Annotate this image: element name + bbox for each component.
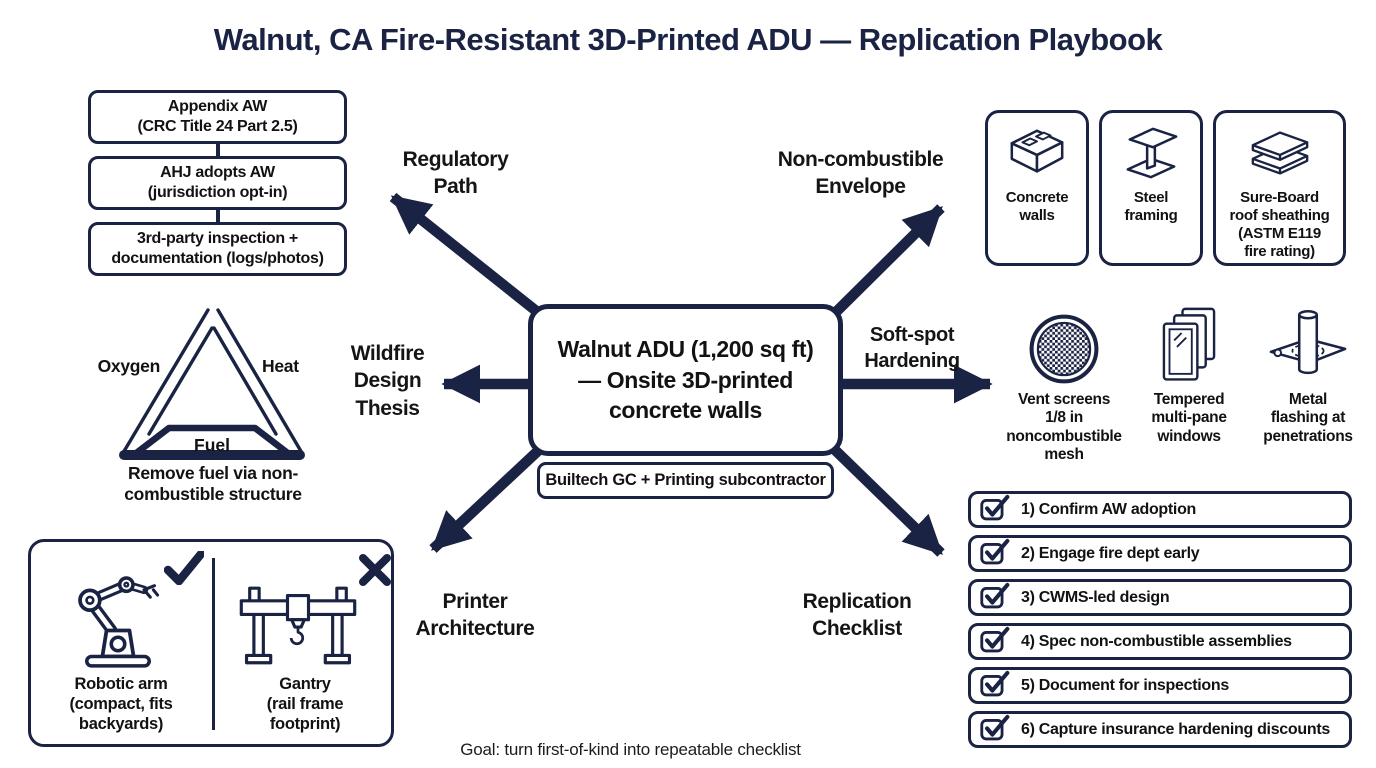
checkbox-check-icon (980, 538, 1010, 570)
checkbox-check-icon (980, 626, 1010, 658)
regulatory-step-1: Appendix AW (CRC Title 24 Part 2.5) (88, 90, 347, 144)
steel-beam-icon (1120, 125, 1182, 181)
envelope-card-sheathing: Sure-Board roof sheathing (ASTM E119 fir… (1213, 110, 1346, 266)
goal-text: Goal: turn first-of-kind into repeatable… (460, 740, 801, 759)
roof-sheathing-icon (1247, 125, 1313, 181)
flow-connector (215, 144, 220, 156)
envelope-card-label: Sure-Board roof sheathing (ASTM E119 fir… (1229, 189, 1330, 260)
hardening-item-label: Vent screens 1/8 in noncombustible mesh (1006, 391, 1122, 463)
arrow-regulatory-path (389, 192, 544, 319)
divider (212, 558, 215, 730)
printer-architecture-label: Printer Architecture (415, 590, 535, 641)
center-node: Walnut ADU (1,200 sq ft) — Onsite 3D-pri… (528, 304, 843, 456)
flow-connector (215, 210, 220, 222)
hardening-item-vents: Vent screens 1/8 in noncombustible mesh (1002, 301, 1126, 464)
hardening-item-windows: Tempered multi-pane windows (1134, 301, 1244, 446)
robotic-arm-icon (63, 568, 173, 675)
checklist-item-label: 1) Confirm AW adoption (1021, 500, 1197, 518)
checklist-item: 4) Spec non-combustible assemblies (968, 623, 1352, 660)
regulatory-step-3: 3rd-party inspection + documentation (lo… (88, 222, 347, 276)
envelope-card-concrete: Concrete walls (985, 110, 1089, 266)
checklist-item-label: 4) Spec non-combustible assemblies (1021, 632, 1292, 650)
fuel-label: Fuel (194, 435, 230, 455)
envelope-card-steel: Steel framing (1099, 110, 1203, 266)
replication-checklist-label: Replication Checklist (802, 590, 912, 641)
gantry-icon (239, 584, 357, 673)
vent-screen-icon (1028, 301, 1100, 385)
regulatory-path-label: Regulatory Path (402, 148, 509, 199)
fire-triangle-icon: Fuel (119, 308, 305, 460)
page-title: Walnut, CA Fire-Resistant 3D-Printed ADU… (213, 22, 1163, 57)
window-panes-icon (1160, 301, 1218, 385)
checklist-item: 2) Engage fire dept early (968, 535, 1352, 572)
printer-architecture-card: Robotic arm (compact, fits backyards) Ga… (28, 539, 394, 747)
arrow-non-combustible-envelope (830, 204, 945, 318)
hardening-item-label: Tempered multi-pane windows (1151, 391, 1227, 445)
oxygen-label: Oxygen (97, 356, 161, 376)
arrow-replication-checklist (830, 445, 945, 557)
heat-label: Heat (262, 356, 299, 376)
regulatory-flow: Appendix AW (CRC Title 24 Part 2.5) AHJ … (88, 90, 347, 276)
checkbox-check-icon (980, 494, 1010, 526)
fire-triangle-caption: Remove fuel via non- combustible structu… (124, 463, 302, 504)
checkbox-check-icon (980, 582, 1010, 614)
checklist-item: 6) Capture insurance hardening discounts (968, 711, 1352, 748)
printer-option-gantry-label: Gantry (rail frame footprint) (266, 675, 344, 733)
non-combustible-envelope-label: Non-combustible Envelope (777, 148, 944, 199)
regulatory-step-2: AHJ adopts AW (jurisdiction opt-in) (88, 156, 347, 210)
checklist-item-label: 5) Document for inspections (1021, 676, 1229, 694)
center-subcontractor-box: Builtech GC + Printing subcontractor (537, 462, 834, 499)
concrete-block-icon (1006, 125, 1068, 181)
checklist-item-label: 2) Engage fire dept early (1021, 544, 1200, 562)
checklist-item: 1) Confirm AW adoption (968, 491, 1352, 528)
envelope-card-label: Concrete walls (1005, 189, 1069, 224)
hardening-item-flashing: Metal flashing at penetrations (1248, 301, 1368, 446)
check-icon (163, 549, 206, 590)
cross-icon (358, 553, 392, 592)
envelope-cards: Concrete walls Steel framing (985, 110, 1346, 266)
printer-option-robotic-arm-label: Robotic arm (compact, fits backyards) (69, 675, 173, 733)
soft-spot-hardening-label: Soft-spot Hardening (864, 324, 960, 372)
wildfire-design-thesis-label: Wildfire Design Thesis (350, 342, 425, 420)
metal-flashing-icon (1267, 301, 1349, 385)
replication-checklist: 1) Confirm AW adoption 2) Engage fire de… (968, 491, 1352, 755)
checklist-item: 5) Document for inspections (968, 667, 1352, 704)
checklist-item: 3) CWMS-led design (968, 579, 1352, 616)
hardening-item-label: Metal flashing at penetrations (1263, 391, 1353, 445)
arrow-printer-architecture (429, 445, 544, 553)
checkbox-check-icon (980, 714, 1010, 746)
checklist-item-label: 3) CWMS-led design (1021, 588, 1170, 606)
envelope-card-label: Steel framing (1124, 189, 1178, 224)
checklist-item-label: 6) Capture insurance hardening discounts (1021, 720, 1330, 738)
checkbox-check-icon (980, 670, 1010, 702)
